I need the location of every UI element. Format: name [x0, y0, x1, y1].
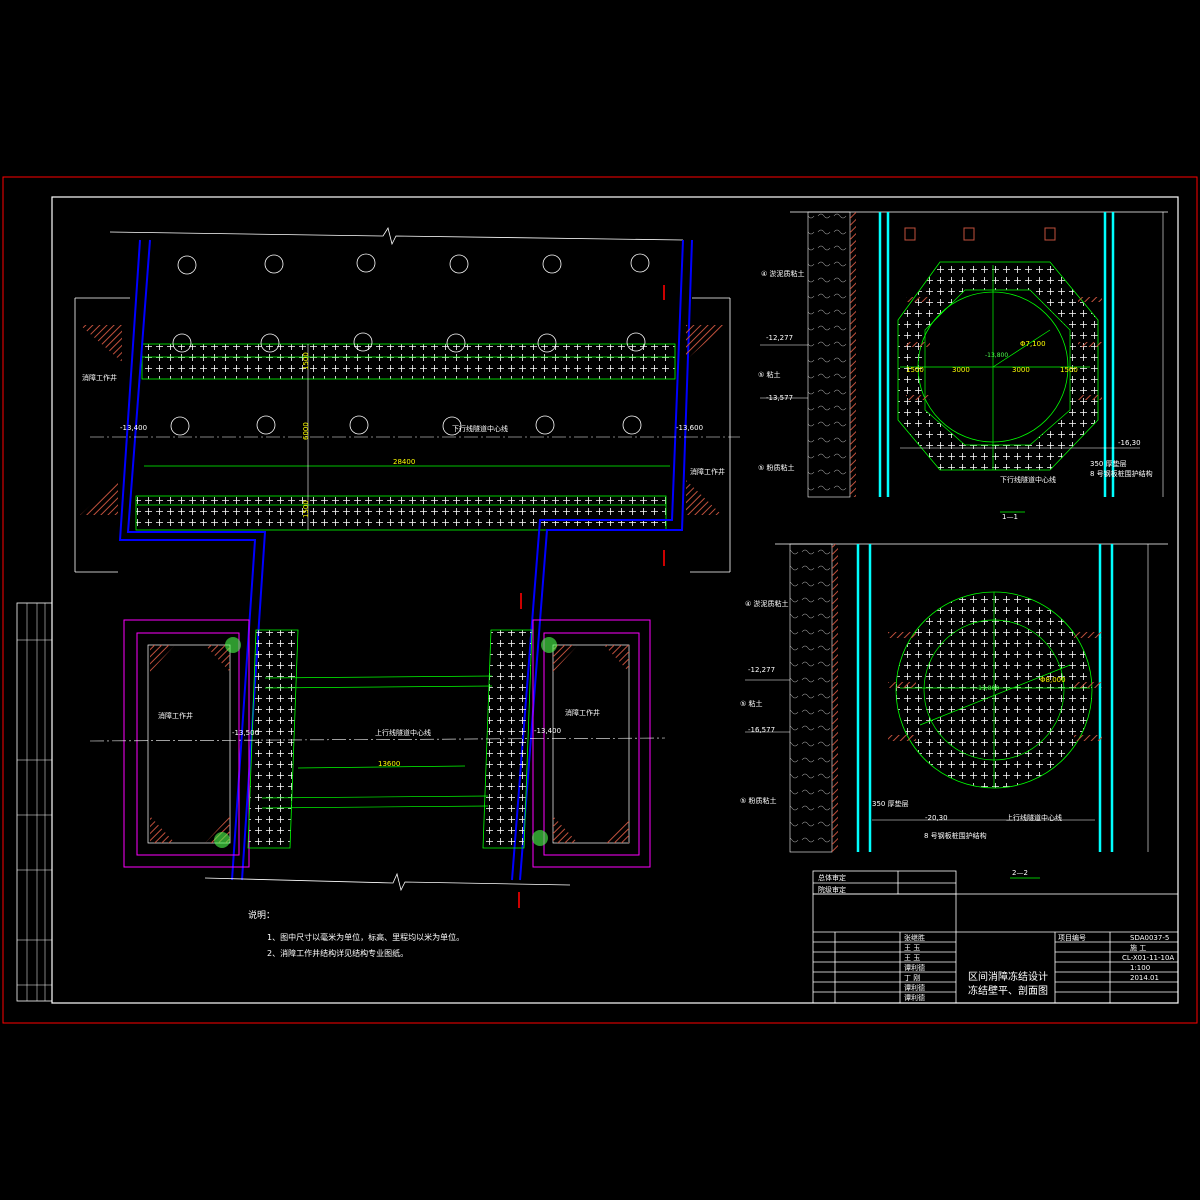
s1-center-label: 下行线隧道中心线 [1000, 475, 1056, 484]
s2-radius: Φ8,000 [1040, 676, 1066, 684]
s1-dim-3: 3000 [1012, 366, 1030, 374]
elev-right-bottom: -13,400 [534, 727, 561, 735]
section-1-1 [760, 211, 1168, 513]
s2-center-label: 上行线隧道中心线 [1006, 813, 1062, 822]
plan-lower [89, 593, 666, 908]
plan-upper [74, 226, 740, 881]
s2-layer-5-2: ⑤ 粉质粘土 [740, 796, 777, 805]
tb-scale: 1:100 [1130, 964, 1150, 972]
s2-note-b: 8 号钢板桩围护结构 [924, 831, 987, 840]
s2-elev-a: -12,277 [748, 666, 775, 674]
s2-title: 2—2 [1012, 869, 1028, 877]
tb-project-no: SDA0037-5 [1130, 934, 1169, 942]
s1-elev-a: -12,277 [766, 334, 793, 342]
s1-title: 1—1 [1002, 513, 1018, 521]
upper-dim-length: 28400 [393, 458, 415, 466]
upper-dim-side: 1500 [302, 352, 310, 370]
notes-item-2: 2、消障工作井结构详见结构专业图纸。 [267, 948, 408, 958]
lower-axis-label: 上行线隧道中心线 [375, 728, 431, 737]
s2-layer-4: ④ 淤泥质粘土 [745, 599, 789, 608]
s1-elev-center: -13,800 [985, 352, 1008, 359]
lower-dim-length: 13600 [378, 760, 400, 768]
inner-frame [51, 196, 1179, 1004]
s1-note-a: 350 厚垫层 [1090, 459, 1127, 468]
upper-dim-center: 6000 [302, 422, 310, 440]
tb-approve-1: 总体审定 [818, 873, 846, 882]
s1-dim-1: 1500 [906, 366, 924, 374]
tb-title-2: 冻结壁平、剖面图 [968, 984, 1048, 997]
tb-name-6: 谭利德 [904, 993, 925, 1002]
s1-note-b: 8 号钢板桩围护结构 [1090, 469, 1153, 478]
tb-name-0: 张继胜 [904, 933, 925, 942]
tb-drawing-no: CL-X01-11-10A [1122, 954, 1174, 962]
tb-name-4: 丁 刚 [904, 973, 920, 982]
tb-name-1: 王 玉 [904, 944, 920, 952]
tb-name-5: 谭利德 [904, 983, 925, 992]
tb-title-1: 区间消障冻结设计 [968, 970, 1048, 983]
section-2-2 [745, 543, 1168, 879]
tb-project-no-label: 项目编号 [1058, 933, 1086, 942]
s1-layer-5-1: ⑤ 粘土 [758, 370, 781, 379]
s1-elev-c: -16,30 [1118, 439, 1141, 447]
outer-frame [2, 176, 1198, 1024]
tb-date: 2014.01 [1130, 974, 1159, 982]
s1-dim-4: 1500 [1060, 366, 1078, 374]
tb-approve-2: 院级审定 [818, 885, 846, 894]
s2-elev-b: -16,577 [748, 726, 775, 734]
shaft-label-right-bottom: 消障工作井 [565, 708, 600, 717]
revision-table [16, 602, 53, 1002]
shaft-label-right-top: 消障工作井 [690, 467, 725, 476]
elev-right-top: -13,600 [676, 424, 703, 432]
elev-left-top: -13,400 [120, 424, 147, 432]
s1-elev-b: -13,577 [766, 394, 793, 402]
s1-layer-4: ④ 淤泥质粘土 [761, 269, 805, 278]
s1-radius: Φ7,100 [1020, 340, 1046, 348]
shaft-label-left-top: 消障工作井 [82, 373, 117, 382]
s2-note-a: 350 厚垫层 [872, 799, 909, 808]
s1-dim-2: 3000 [952, 366, 970, 374]
upper-axis-label: 下行线隧道中心线 [452, 424, 508, 433]
tb-stage: 施 工 [1130, 943, 1146, 952]
shaft-label-left-bottom: 消障工作井 [158, 711, 193, 720]
elev-left-bottom: -13,500 [232, 729, 259, 737]
tb-name-2: 王 玉 [904, 954, 920, 962]
s2-elev-center: -13,800 [976, 685, 999, 692]
notes-item-1: 1、图中尺寸以毫米为单位，标高、里程均以米为单位。 [267, 932, 464, 942]
tb-name-3: 谭利德 [904, 963, 925, 972]
s2-layer-5-1: ⑤ 粘土 [740, 699, 763, 708]
s1-layer-5-2: ⑤ 粉质粘土 [758, 463, 795, 472]
s2-elev-c: -20,30 [925, 814, 948, 822]
upper-dim-side-2: 1500 [302, 500, 310, 518]
title-block [812, 870, 1179, 1004]
notes-heading: 说明： [248, 909, 275, 921]
